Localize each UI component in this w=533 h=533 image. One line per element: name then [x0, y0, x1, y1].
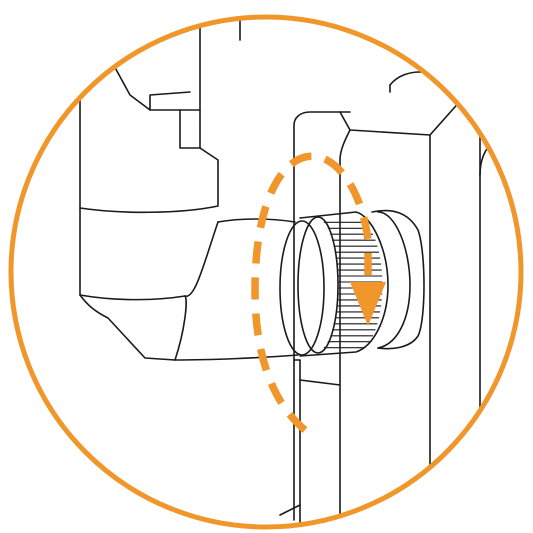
callout-circle	[8, 14, 524, 530]
barrel	[174, 218, 325, 361]
knurled-knob	[297, 209, 425, 357]
housing	[279, 71, 521, 527]
vertical-arm	[79, 17, 241, 361]
device-drawing	[79, 17, 521, 527]
rotate-arrow-icon	[251, 152, 386, 433]
